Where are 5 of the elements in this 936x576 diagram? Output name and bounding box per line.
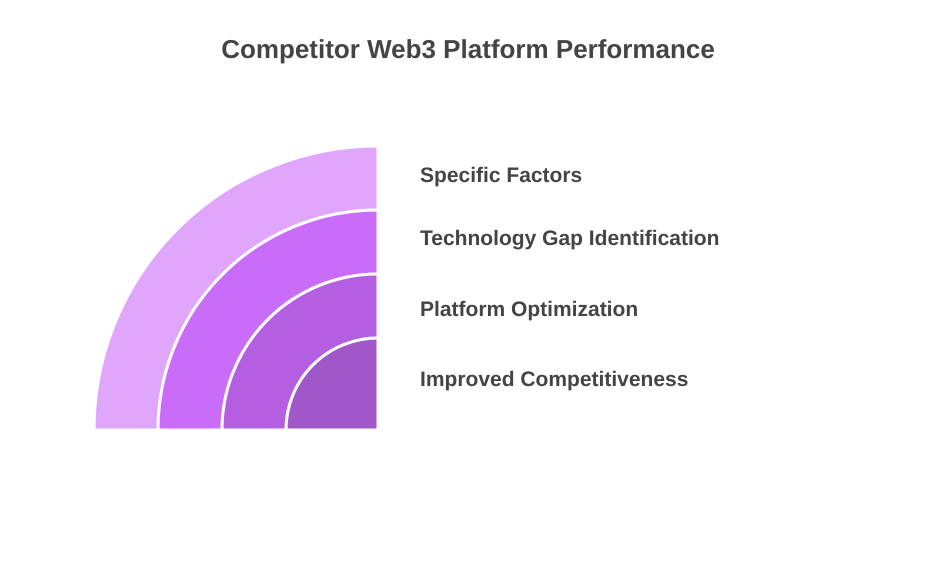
diagram-title: Competitor Web3 Platform Performance	[220, 34, 716, 65]
layer-label: Platform Optimization	[420, 297, 638, 323]
layer-label: Improved Competitiveness	[420, 367, 688, 393]
layer-label: Technology Gap Identification	[420, 226, 720, 252]
layer-label: Specific Factors	[420, 163, 582, 189]
